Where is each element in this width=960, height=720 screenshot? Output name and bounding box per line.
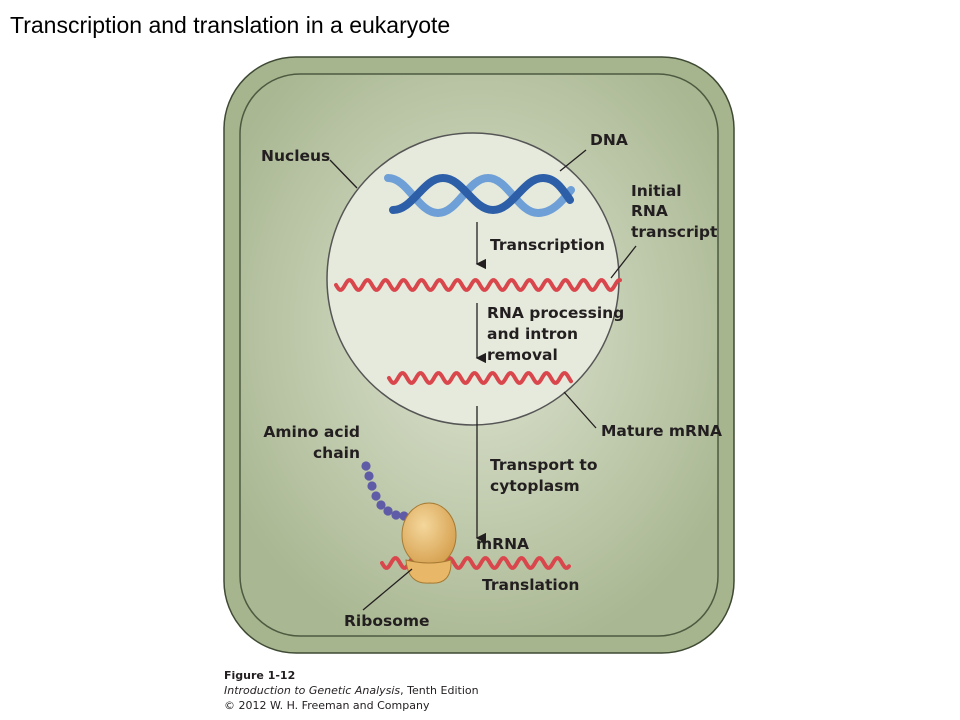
amino-acid-bead <box>391 510 401 520</box>
amino-acid-bead <box>361 461 371 471</box>
caption-figure-number: Figure 1-12 <box>224 669 296 682</box>
label-initial-rna-3: transcript <box>631 223 718 241</box>
caption-edition: , Tenth Edition <box>400 684 479 697</box>
label-mature-mrna: Mature mRNA <box>601 422 722 440</box>
caption-copyright: © 2012 W. H. Freeman and Company <box>224 699 430 712</box>
label-amino-2: chain <box>313 444 360 462</box>
initial-rna-strand <box>334 278 622 292</box>
label-transcription: Transcription <box>490 236 605 254</box>
amino-acid-bead <box>383 506 393 516</box>
slide-title: Transcription and translation in a eukar… <box>10 12 451 38</box>
label-processing-3: removal <box>487 346 558 364</box>
amino-acid-bead <box>367 481 377 491</box>
ribosome <box>401 502 457 584</box>
label-initial-rna-2: RNA <box>631 202 668 220</box>
label-initial-rna-1: Initial <box>631 182 682 200</box>
figure-caption: Figure 1-12 Introduction to Genetic Anal… <box>224 668 479 713</box>
dna-helix <box>384 173 575 218</box>
label-dna: DNA <box>590 131 628 149</box>
label-mrna: mRNA <box>476 535 529 553</box>
label-transport-2: cytoplasm <box>490 477 580 495</box>
amino-acid-chain <box>361 461 409 521</box>
label-amino-1: Amino acid <box>263 423 360 441</box>
label-processing-2: and intron <box>487 325 578 343</box>
caption-book-line: Introduction to Genetic Analysis, Tenth … <box>224 683 479 698</box>
label-ribosome: Ribosome <box>344 612 430 630</box>
leader-lines <box>329 149 637 611</box>
label-processing-1: RNA processing <box>487 304 624 322</box>
caption-book-title: Introduction to Genetic Analysis <box>224 684 401 697</box>
amino-acid-bead <box>376 500 386 510</box>
amino-acid-bead <box>364 471 374 481</box>
label-translation: Translation <box>482 576 579 594</box>
amino-acid-bead <box>371 491 381 501</box>
label-nucleus: Nucleus <box>261 147 330 165</box>
label-transport-1: Transport to <box>490 456 598 474</box>
mature-mrna-strand <box>387 371 573 385</box>
